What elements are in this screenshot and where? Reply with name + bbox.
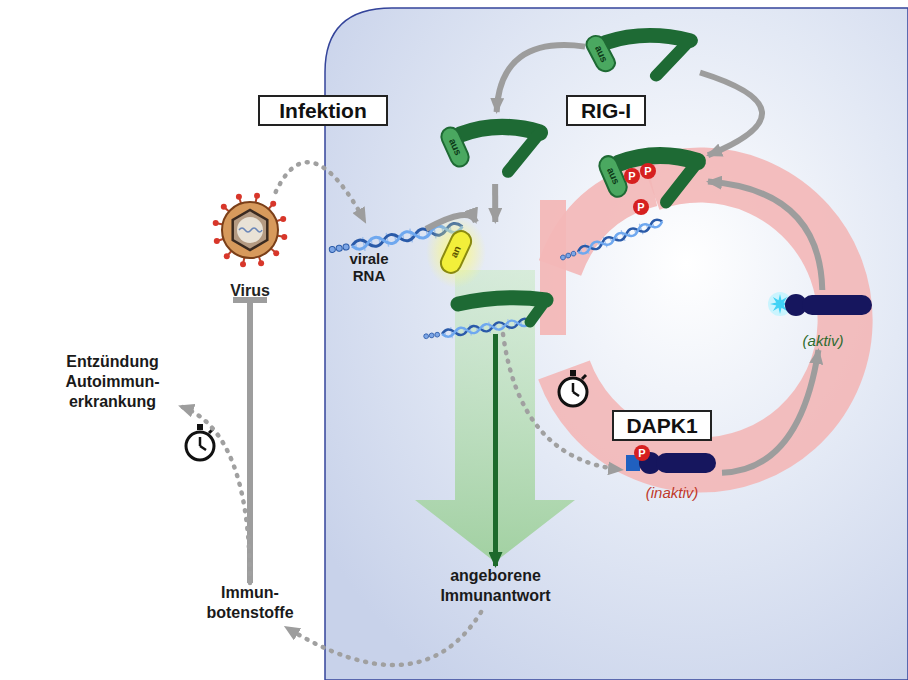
virus-core <box>237 217 263 243</box>
clock-icon <box>186 424 214 460</box>
card-domain <box>438 228 475 276</box>
box-label: RIG-I <box>581 99 631 123</box>
virus-spike <box>273 250 279 256</box>
cell-membrane <box>325 8 908 680</box>
box-label: Infektion <box>279 99 367 123</box>
signal-arrow <box>493 334 498 566</box>
signal-arrow-band <box>415 270 575 562</box>
label-box: DAPK1 <box>612 410 712 441</box>
rig-i-protein: aus <box>585 22 700 87</box>
viral-rna: virale RNA <box>338 222 426 284</box>
text-label: Autoimmun- erkrankung <box>45 372 180 412</box>
rna-helix <box>559 216 664 263</box>
phosphate-mark: P <box>624 168 640 184</box>
protein-arm <box>618 155 698 163</box>
dotted-arrow <box>276 162 366 222</box>
virus-envelope <box>222 202 278 258</box>
state-label: (aktiv) <box>768 332 878 350</box>
clock-icon <box>559 370 587 406</box>
phosphate-mark: P <box>633 199 649 215</box>
protein-arm <box>508 133 540 172</box>
dotted-arrow <box>503 334 622 470</box>
protein-arm <box>530 300 546 322</box>
phosphate-mark: P <box>634 445 650 461</box>
protein-arm <box>606 35 690 42</box>
inhibition-bar <box>540 200 566 335</box>
virus-spike <box>221 204 227 210</box>
text-label: angeborene Immunantwort <box>428 566 563 606</box>
state-label: (inaktiv) <box>622 484 722 502</box>
virus-spike <box>280 216 286 222</box>
process-arrow <box>700 73 762 156</box>
virus-spike <box>281 234 287 240</box>
virus-spike <box>240 261 246 267</box>
protein-arm <box>460 127 540 135</box>
protein-arm <box>666 161 698 202</box>
protein-arm <box>458 298 546 304</box>
text-node: Immun- botenstoffe <box>200 583 300 627</box>
virus-spike <box>254 193 260 199</box>
process-arrow <box>492 184 498 222</box>
text-node: angeborene Immunantwort <box>428 566 563 612</box>
active-dapk1-protein: (aktiv) <box>768 290 878 350</box>
virus-spike <box>270 201 276 207</box>
text-label: Immun- botenstoffe <box>200 583 300 623</box>
card-domain <box>438 124 471 169</box>
process-arrow <box>708 182 822 290</box>
rna-helix <box>423 316 532 342</box>
phosphate-mark: P <box>640 163 656 179</box>
text-node: EntzündungAutoimmun- erkrankung <box>45 352 180 414</box>
label-box: RIG-I <box>566 95 646 126</box>
rig-i-protein: aus <box>598 140 708 215</box>
virus-genome <box>239 228 262 232</box>
virus-spike <box>213 220 219 226</box>
activation-glow <box>426 216 486 288</box>
label-box: Infektion <box>258 95 388 126</box>
virus-spike <box>214 238 220 244</box>
dotted-arrow <box>180 406 250 583</box>
virus-capsid <box>233 210 268 250</box>
rna-label: virale RNA <box>338 250 400 284</box>
virus-spike <box>224 253 230 259</box>
rig-i-protein: aus <box>440 112 550 184</box>
inhibition-line <box>247 300 253 583</box>
protein-arm <box>656 41 689 76</box>
virus-label: Virus <box>210 282 290 300</box>
kinase-domain <box>802 295 872 315</box>
active-rig-i-protein-outline <box>428 222 563 334</box>
kinase-domain <box>656 453 716 473</box>
dotted-arrow <box>286 612 482 665</box>
box-label: DAPK1 <box>626 414 697 438</box>
virus-spike <box>236 194 242 200</box>
virus-icon: Virus <box>210 192 290 300</box>
text-label: Entzündung <box>45 352 180 372</box>
active-rig-i-protein: an <box>428 222 563 334</box>
process-arrow <box>722 350 818 473</box>
virus-spike <box>258 260 264 266</box>
card-domain <box>583 33 618 74</box>
